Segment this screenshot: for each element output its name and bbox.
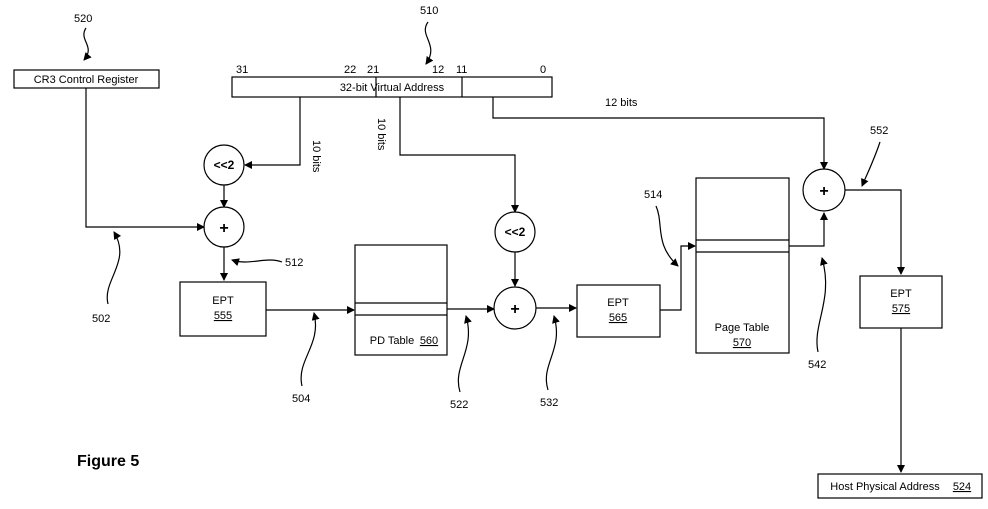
bit-31: 31: [236, 64, 248, 76]
host-pa-num: 524: [953, 481, 971, 493]
ref-542-arrow: [816, 257, 828, 353]
ept-575-title: EPT: [890, 288, 912, 300]
bit-0: 0: [540, 64, 546, 76]
page-table-to-add3-arrow: [789, 212, 828, 247]
ref-520: 520: [74, 13, 92, 25]
ept-575-box: EPT 575: [859, 275, 943, 329]
svg-text:+: +: [510, 301, 519, 318]
cr3-to-add1-arrow: [85, 88, 205, 231]
add-op-2: +: [493, 286, 537, 330]
bit-11: 11: [456, 64, 467, 76]
figure-label: Figure 5: [77, 453, 139, 470]
cr3-register-label: CR3 Control Register: [34, 74, 139, 86]
ref-552-arrow: [861, 141, 881, 187]
add-op-3: +: [802, 168, 846, 212]
ref-512: 512: [285, 257, 303, 269]
page-table-box: Page Table 570: [695, 177, 790, 354]
ref-532: 532: [540, 397, 558, 409]
page-table-num: 570: [733, 337, 751, 349]
ept-565-box: EPT 565: [576, 284, 661, 338]
ept-565-num: 565: [609, 312, 627, 324]
svg-text:<<2: <<2: [214, 158, 235, 172]
cr3-register-box: CR3 Control Register: [13, 69, 160, 89]
ref-552: 552: [870, 125, 888, 137]
add3-to-ept3-arrow: [845, 189, 905, 275]
svg-text:+: +: [219, 220, 228, 237]
bit-21: 21: [367, 64, 379, 76]
right-12bits-label: 12 bits: [605, 97, 638, 109]
shift-op-1: <<2: [203, 144, 245, 186]
bit-12: 12: [432, 64, 444, 76]
ept-565-title: EPT: [607, 297, 629, 309]
ref-532-arrow: [545, 315, 560, 391]
ref-502: 502: [92, 313, 110, 325]
ref-510: 510: [420, 5, 438, 17]
ept2-to-page-table-arrow: [660, 242, 696, 311]
page-table-label: Page Table: [715, 322, 770, 334]
ref-512-arrow: [231, 258, 283, 267]
host-physical-address-box: Host Physical Address 524: [817, 473, 983, 499]
virtual-address-box: 32-bit Virtual Address: [231, 76, 553, 98]
ept-555-title: EPT: [212, 295, 234, 307]
virtual-address-label: 32-bit Virtual Address: [340, 82, 445, 94]
ref-522: 522: [450, 399, 468, 411]
pd-table-num: 560: [420, 335, 438, 347]
ref-510-arrow: [424, 21, 434, 65]
mid-bits-arrow: [399, 97, 519, 213]
pd-table-box: PD Table 560: [354, 244, 448, 356]
ref-542: 542: [808, 359, 826, 371]
add-op-1: +: [203, 206, 245, 248]
ref-504: 504: [292, 393, 310, 405]
svg-text:<<2: <<2: [505, 225, 526, 239]
svg-text:+: +: [819, 183, 828, 200]
shift-op-2: <<2: [494, 211, 536, 253]
ref-514-arrow: [655, 205, 679, 267]
ref-504-arrow: [300, 312, 320, 387]
host-pa-label: Host Physical Address: [830, 481, 940, 493]
bit-22: 22: [344, 64, 356, 76]
left-10bits-label: 10 bits: [310, 140, 322, 173]
pd-table-label: PD Table: [370, 335, 414, 347]
ept-555-box: EPT 555: [179, 281, 267, 337]
ref-522-arrow: [457, 315, 472, 393]
ept-555-num: 555: [214, 310, 232, 322]
right-bits-arrow: [492, 97, 828, 170]
ref-502-arrow: [106, 231, 122, 305]
ref-520-arrow: [83, 27, 92, 61]
mid-10bits-label: 10 bits: [375, 118, 387, 151]
ept-575-num: 575: [892, 303, 910, 315]
ref-514: 514: [644, 189, 662, 201]
left-bits-arrow: [244, 97, 301, 169]
